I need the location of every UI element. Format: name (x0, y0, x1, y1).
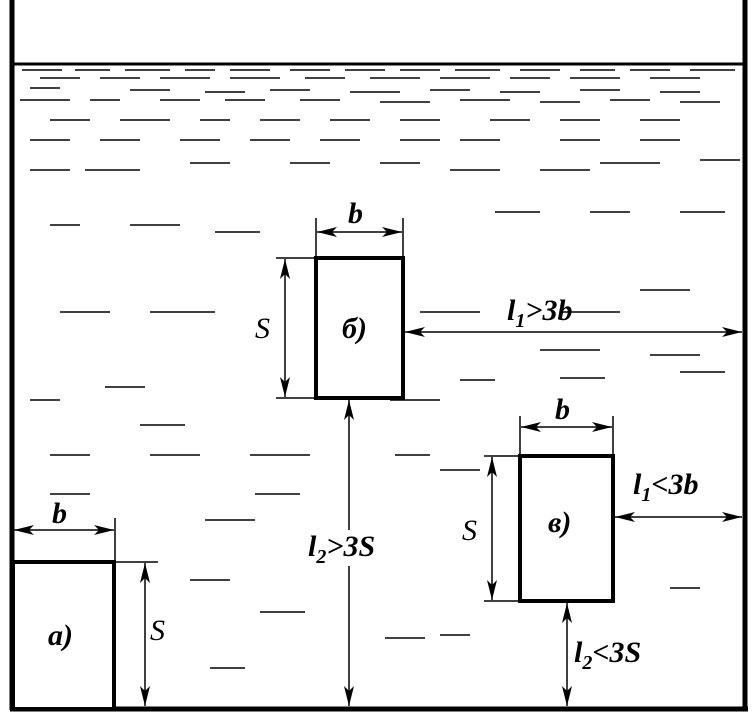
body-a-label: а) (48, 619, 73, 652)
body-b-rect (314, 256, 405, 400)
body-a: а) b S (11, 497, 165, 711)
body-v-gap-right-label: l1<3b (633, 468, 698, 506)
body-v-gap-bottom-label: l2<3S (574, 636, 641, 674)
body-v-rect (518, 454, 615, 603)
body-v-height-label: S (462, 514, 477, 547)
body-b-height-label: S (255, 312, 270, 345)
body-a-height-label: S (150, 614, 165, 647)
body-v-label: в) (548, 506, 571, 539)
body-v-width-label: b (555, 393, 570, 426)
body-a-width-label: b (52, 497, 67, 530)
body-b-gap-bottom-label-bg (305, 530, 409, 566)
body-b-width-label: b (348, 197, 363, 230)
body-b: б) b S l1>3b l2>3S (255, 197, 742, 706)
body-b-gap-bottom-label: l2>3S (308, 530, 375, 568)
body-a-rect (11, 560, 116, 711)
body-v: в) b S l1<3b l2<3S (462, 393, 742, 706)
water-hatching (20, 69, 740, 669)
body-b-gap-right-label: l1>3b (507, 294, 572, 332)
body-b-label: б) (342, 312, 367, 345)
